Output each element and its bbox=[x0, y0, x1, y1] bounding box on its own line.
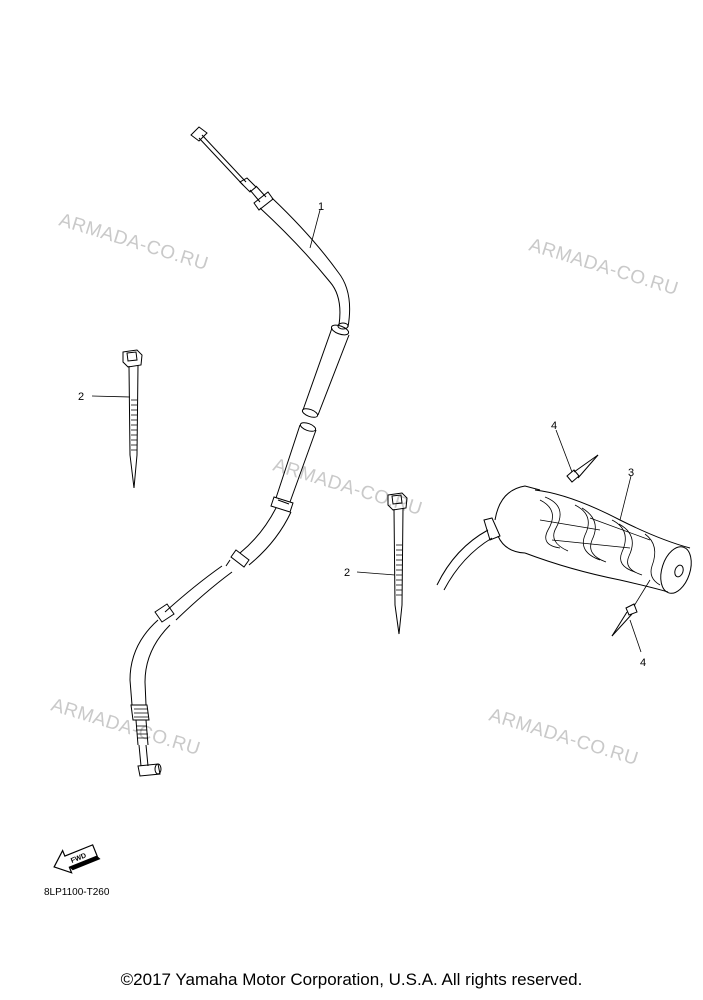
watermark-middle: ARMADA-CO.RU bbox=[271, 455, 425, 520]
callout-tie-left: 2 bbox=[78, 391, 84, 403]
callout-tie-right: 2 bbox=[344, 567, 350, 579]
watermark-bottom-right: ARMADA-CO.RU bbox=[487, 705, 641, 770]
callout-cable: 1 bbox=[318, 201, 324, 213]
callout-grip: 3 bbox=[628, 467, 634, 479]
pin-bottom bbox=[611, 603, 638, 637]
watermark-top-left: ARMADA-CO.RU bbox=[57, 210, 211, 275]
copyright-notice: ©2017 Yamaha Motor Corporation, U.S.A. A… bbox=[120, 970, 583, 989]
callout-pin-top: 4 bbox=[551, 420, 557, 432]
cable-tie-left bbox=[122, 349, 143, 489]
fwd-arrow-icon: FWD bbox=[53, 844, 101, 874]
callout-pin-bottom: 4 bbox=[640, 657, 646, 669]
watermark-top-right: ARMADA-CO.RU bbox=[527, 235, 681, 300]
throttle-cable bbox=[129, 126, 351, 777]
diagram-code: 8LP1100-T260 bbox=[44, 887, 110, 898]
pin-top bbox=[566, 454, 599, 483]
watermark-bottom-left: ARMADA-CO.RU bbox=[49, 695, 203, 760]
cable-tie-right bbox=[387, 492, 408, 635]
handlebar-grip bbox=[436, 485, 692, 594]
